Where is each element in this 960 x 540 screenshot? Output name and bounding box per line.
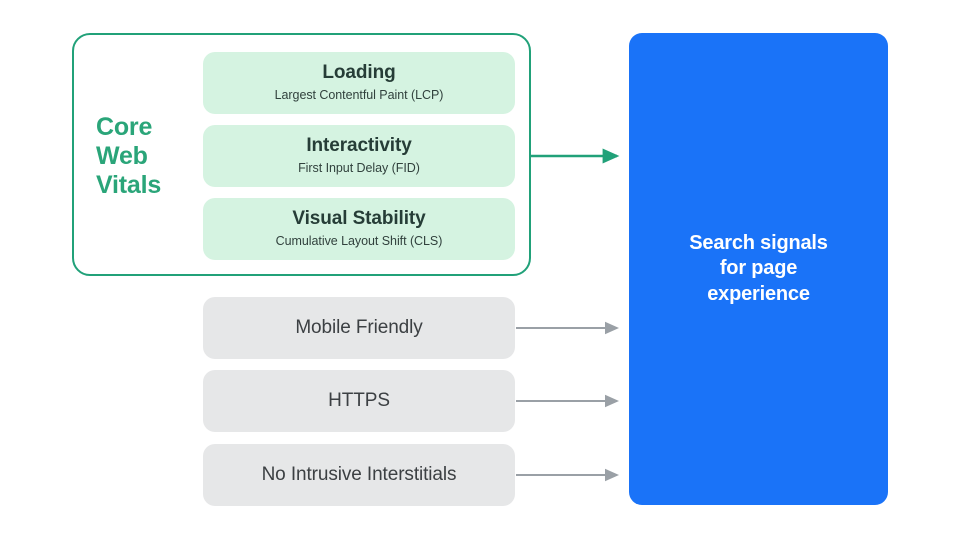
core-web-vitals-group: [72, 33, 531, 276]
search-signals-panel[interactable]: Search signals for page experience: [629, 33, 888, 505]
signal-card-no-intrusive-interstitials-label: No Intrusive Interstitials: [261, 464, 457, 485]
signal-card-https[interactable]: HTTPS: [203, 370, 515, 432]
vital-card-interactivity-title: Interactivity: [306, 135, 412, 157]
signal-card-no-intrusive-interstitials[interactable]: No Intrusive Interstitials: [203, 444, 515, 506]
signal-card-mobile-friendly[interactable]: Mobile Friendly: [203, 297, 515, 359]
vital-card-loading-subtitle: Largest Contentful Paint (LCP): [274, 88, 444, 103]
vital-card-visual-stability[interactable]: Visual Stability Cumulative Layout Shift…: [203, 198, 515, 260]
search-signals-panel-text: Search signals for page experience: [689, 231, 828, 305]
vital-card-loading-title: Loading: [322, 62, 396, 84]
core-web-vitals-label: Core Web Vitals: [96, 113, 162, 199]
vital-card-visual-stability-title: Visual Stability: [292, 208, 426, 230]
vital-card-loading[interactable]: Loading Largest Contentful Paint (LCP): [203, 52, 515, 114]
vital-card-visual-stability-subtitle: Cumulative Layout Shift (CLS): [275, 234, 443, 249]
vital-card-interactivity-subtitle: First Input Delay (FID): [298, 161, 420, 176]
signal-card-mobile-friendly-label: Mobile Friendly: [295, 317, 423, 338]
vital-card-interactivity[interactable]: Interactivity First Input Delay (FID): [203, 125, 515, 187]
signal-card-https-label: HTTPS: [328, 390, 390, 411]
